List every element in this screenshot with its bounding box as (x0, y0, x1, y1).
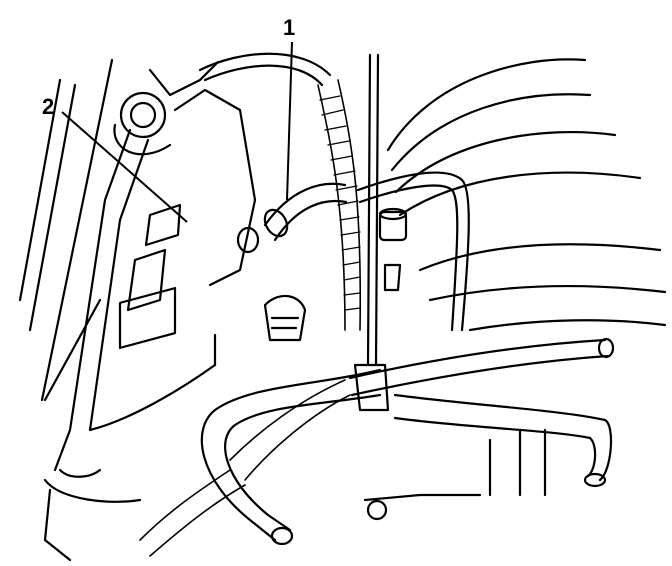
callout-2-label: 2 (42, 94, 55, 119)
callout-1-label: 1 (283, 15, 296, 40)
corrugated-conduit (317, 79, 362, 331)
engine-contour-lines (386, 58, 667, 332)
conduit-ribs (319, 95, 361, 311)
bent-tube (356, 171, 470, 332)
callout-leaders (61, 41, 293, 223)
lower-left-cable (43, 468, 142, 562)
round-fitting (113, 91, 172, 156)
lower-harness (139, 379, 351, 557)
vacuum-hose (236, 182, 348, 254)
horizontal-hose (348, 337, 615, 397)
large-curved-hose (200, 368, 613, 546)
callout-2-leader (61, 111, 188, 223)
harness-connector (263, 294, 390, 412)
top-harness (148, 52, 332, 97)
frame-lines (18, 53, 380, 402)
bracket-slot (126, 248, 167, 312)
mounting-bracket (53, 88, 257, 472)
vent-grille (118, 286, 177, 349)
callout-1-leader (286, 41, 293, 201)
bottom-bolt (363, 428, 547, 521)
